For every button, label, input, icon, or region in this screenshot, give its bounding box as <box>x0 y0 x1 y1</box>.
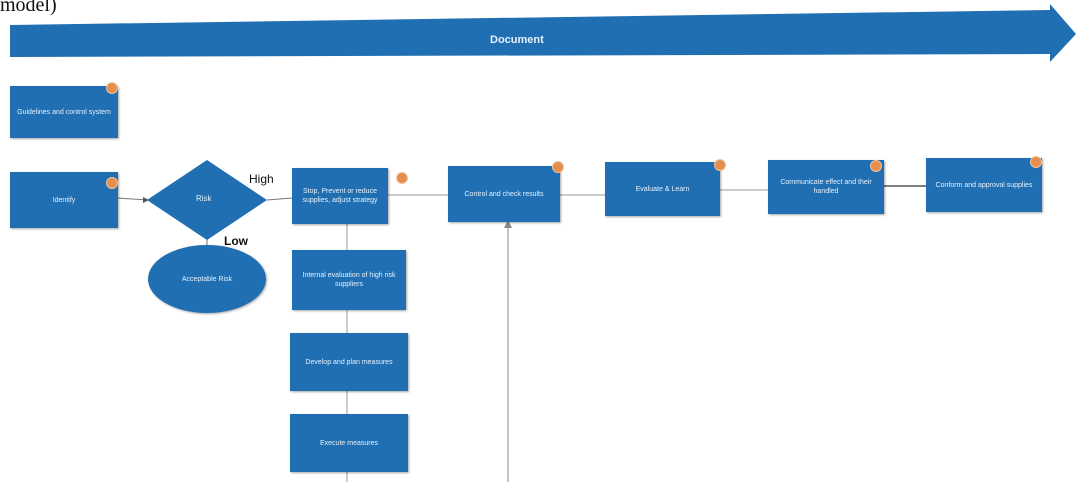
decision-label: Risk <box>196 194 212 203</box>
internal-eval-label: Internal evaluation of high risk supplie… <box>302 272 396 288</box>
guidelines-marker <box>106 82 118 94</box>
stop-marker <box>396 172 408 184</box>
evaluate-label: Evaluate & Learn <box>635 185 690 193</box>
evaluate-marker <box>714 159 726 171</box>
execute-label: Execute measures <box>320 439 378 447</box>
guidelines-label: Guidelines and control system <box>17 108 111 116</box>
communicate-box: Communicate effect and their handled <box>768 160 884 214</box>
conform-label: Conform and approval supplies <box>935 181 1033 189</box>
conform-marker <box>1030 156 1042 168</box>
guidelines-box: Guidelines and control system <box>10 86 118 138</box>
connector-feedback-arrowhead <box>504 220 512 228</box>
control-label: Control and check results <box>464 190 544 198</box>
start-marker <box>106 177 118 189</box>
document-arrow <box>10 4 1076 62</box>
execute-box: Execute measures <box>290 414 408 472</box>
document-arrow-label: Document <box>490 34 544 46</box>
communicate-label: Communicate effect and their handled <box>780 179 872 195</box>
decision-high-label: High <box>249 172 274 186</box>
acceptable-risk-label: Acceptable Risk <box>181 275 233 283</box>
decision-low-label: Low <box>224 234 248 248</box>
stop-box: Stop, Prevent or reduce supplies, adjust… <box>292 168 388 224</box>
acceptable-risk-ellipse: Acceptable Risk <box>148 245 266 313</box>
decision-diamond <box>147 160 267 240</box>
communicate-marker <box>870 160 882 172</box>
connector-risk-stop <box>266 197 293 201</box>
conform-box: Conform and approval supplies <box>926 158 1042 212</box>
stop-label: Stop, Prevent or reduce supplies, adjust… <box>302 188 378 204</box>
internal-eval-box: Internal evaluation of high risk supplie… <box>292 250 406 310</box>
start-box: Identify <box>10 172 118 228</box>
evaluate-box: Evaluate & Learn <box>605 162 720 216</box>
start-label: Identify <box>52 196 76 204</box>
connector-start-risk <box>117 197 148 201</box>
connector-start-arrowhead <box>143 197 149 203</box>
header-fragment: model) <box>0 0 57 16</box>
develop-box: Develop and plan measures <box>290 333 408 391</box>
control-box: Control and check results <box>448 166 560 222</box>
develop-label: Develop and plan measures <box>305 358 393 366</box>
control-marker <box>552 161 564 173</box>
